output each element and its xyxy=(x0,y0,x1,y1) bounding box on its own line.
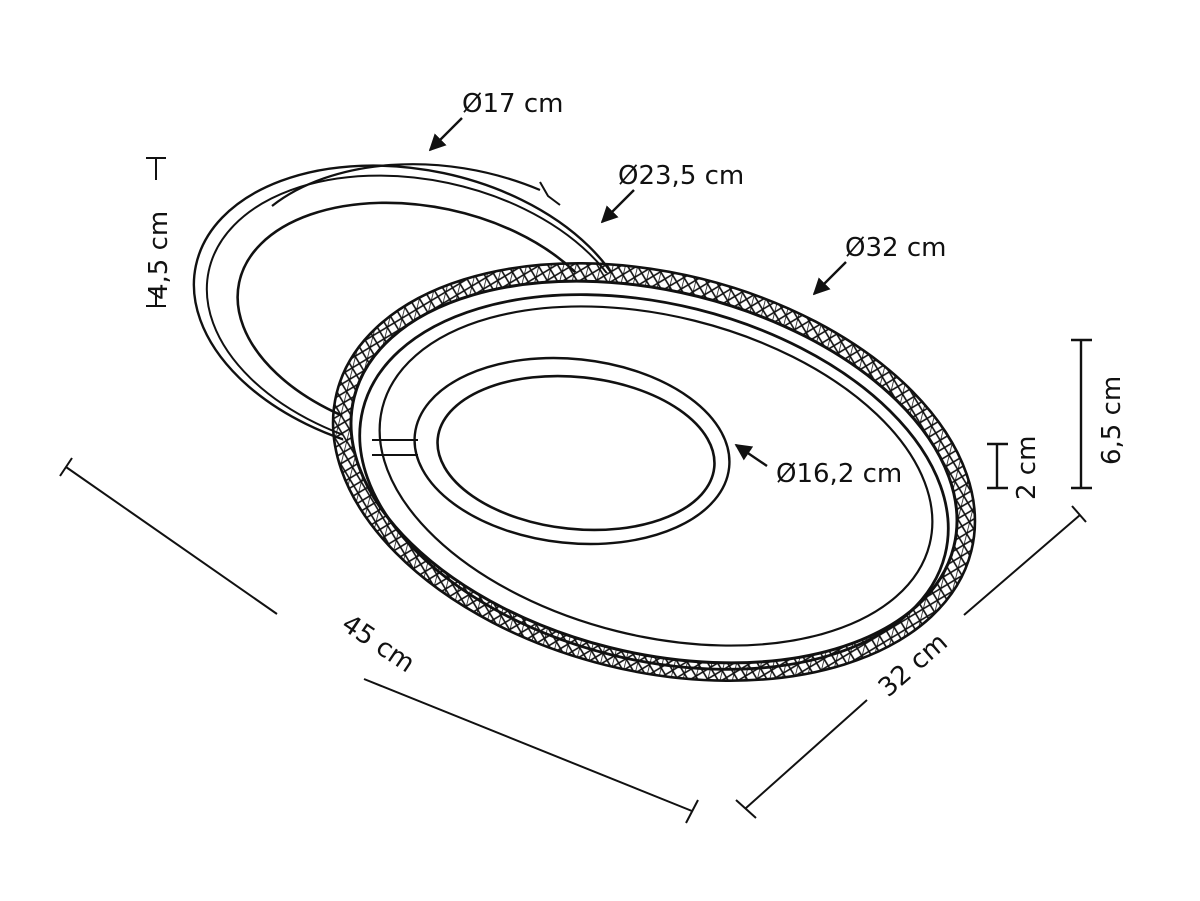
label-height-2: 2 cm xyxy=(1012,436,1042,500)
arrow-ring-23-5 xyxy=(600,189,635,224)
arrow-ring-16-2 xyxy=(734,444,768,467)
label-ring-17: Ø17 cm xyxy=(462,89,563,119)
label-ring-16-2: Ø16,2 cm xyxy=(776,459,902,489)
label-height-6-5: 6,5 cm xyxy=(1097,376,1127,465)
inner-ring xyxy=(413,356,731,546)
label-ring-32: Ø32 cm xyxy=(845,233,946,263)
arrow-ring-32 xyxy=(812,261,847,296)
label-height-4-5: 4,5 cm xyxy=(144,211,174,300)
arrow-ring-17 xyxy=(428,117,463,152)
leader-arrows xyxy=(428,117,847,467)
dimension-height-back: 4,5 cm xyxy=(144,157,174,307)
label-ring-23-5: Ø23,5 cm xyxy=(618,161,744,191)
dimension-height-total: 6,5 cm xyxy=(1071,338,1127,490)
crystal-ring xyxy=(331,262,977,682)
label-length-45: 45 cm xyxy=(336,609,420,679)
dimension-height-ring: 2 cm xyxy=(987,436,1042,500)
